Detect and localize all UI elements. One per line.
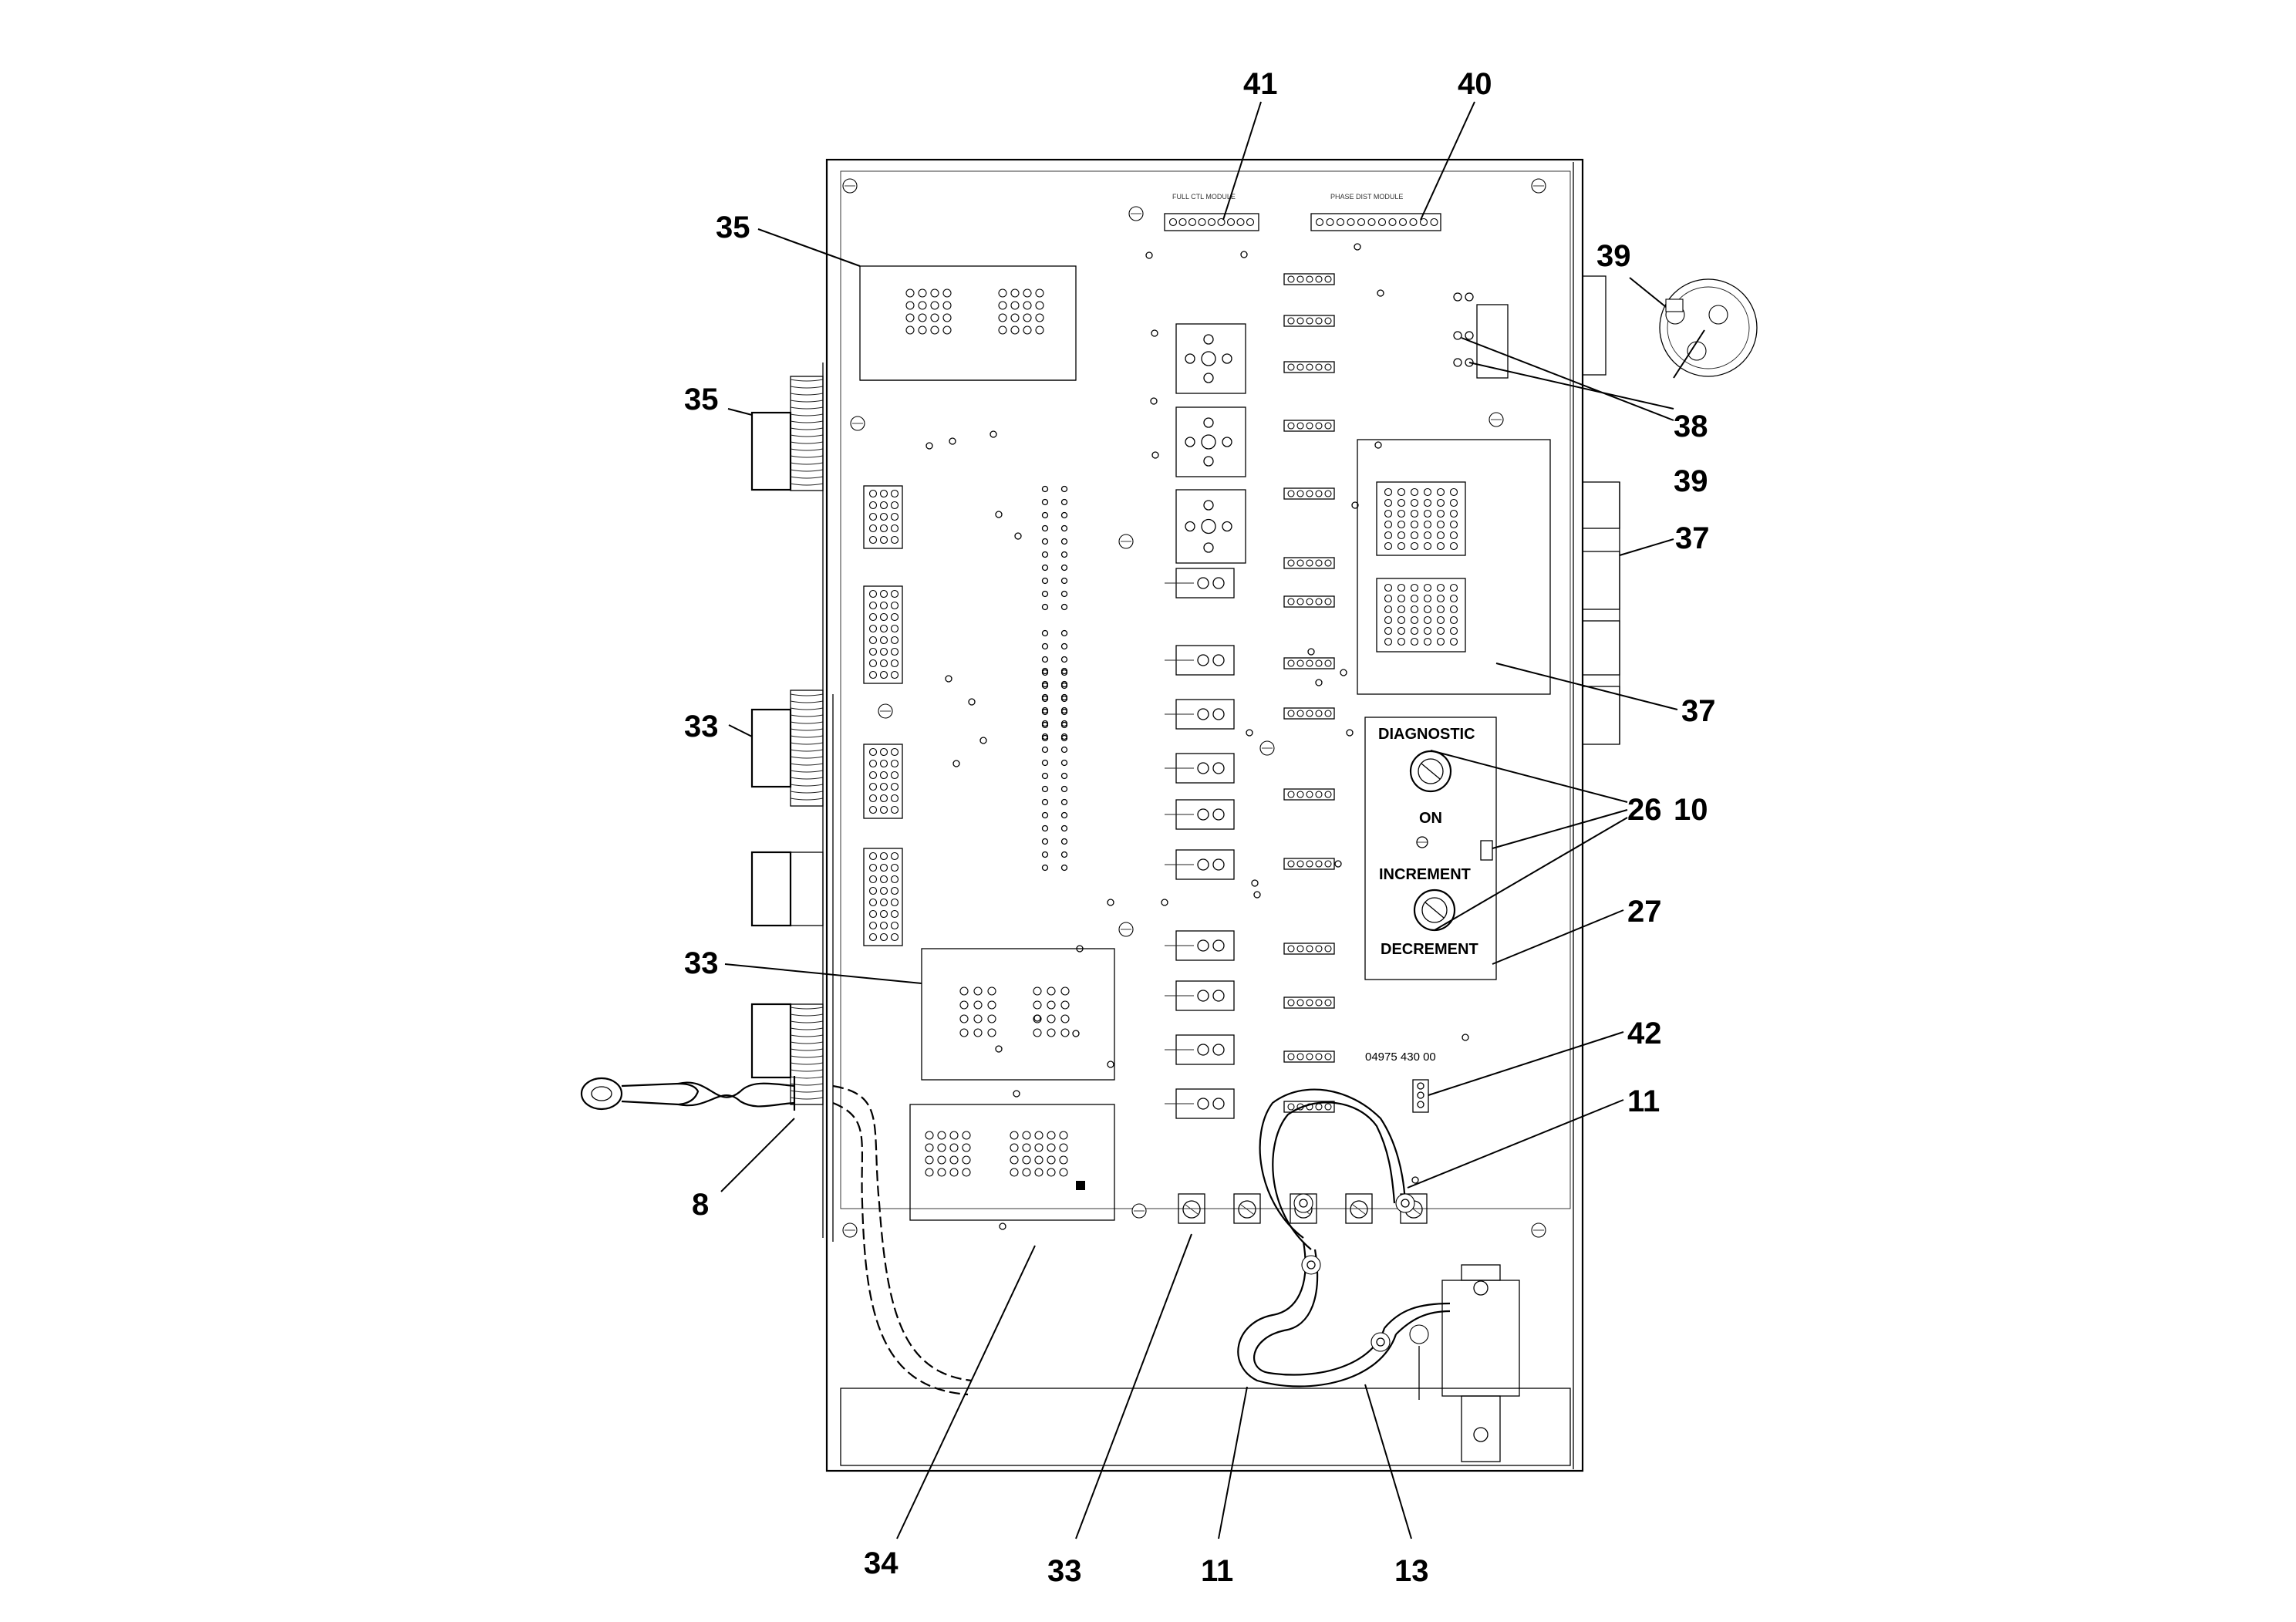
decrement-label: DECREMENT	[1381, 941, 1478, 958]
svg-text:PHASE DIST MODULE: PHASE DIST MODULE	[1330, 193, 1403, 201]
increment-decrement-switch-icon	[1413, 889, 1456, 932]
circular-plug-39	[1453, 275, 1758, 379]
callout-33-top: 33	[684, 710, 719, 744]
top-connector-strip-40: PHASE DIST MODULE	[1310, 193, 1441, 231]
connector-block-35	[859, 265, 1077, 381]
right-edge-connector-37	[1582, 481, 1620, 745]
increment-label: INCREMENT	[1379, 866, 1471, 883]
ground-cable-34	[832, 1084, 973, 1396]
central-pin-columns	[1041, 485, 1068, 872]
callout-39-bottom: 39	[1674, 464, 1708, 498]
callout-37-bottom: 37	[1681, 694, 1716, 728]
callout-8: 8	[692, 1188, 709, 1222]
callout-labels: 41 40 35 35 39 38 39 37 37 33 33 26 10 2…	[684, 67, 1716, 1588]
cable-13	[1384, 1302, 1451, 1335]
callout-37-top: 37	[1675, 521, 1710, 555]
relay-blocks	[1165, 323, 1246, 1119]
small-4pin-connectors	[1283, 273, 1335, 1113]
callout-35-top: 35	[716, 211, 750, 244]
callout-41: 41	[1243, 67, 1278, 101]
callout-42: 42	[1627, 1017, 1662, 1050]
callout-38: 38	[1674, 410, 1708, 443]
callout-11-bottom: 11	[1201, 1554, 1233, 1588]
callout-13: 13	[1394, 1554, 1429, 1588]
leader-lines	[720, 101, 1705, 1539]
on-label: ON	[1419, 810, 1442, 827]
right-pin-block-37	[1357, 439, 1551, 695]
callout-34: 34	[864, 1546, 899, 1580]
connector-42	[1412, 1079, 1429, 1113]
callout-33-bottom: 33	[1047, 1554, 1082, 1588]
svg-text:FULL CTL MODULE: FULL CTL MODULE	[1172, 193, 1236, 201]
left-connector-bodies	[750, 363, 834, 1242]
terminal-studs	[1293, 1193, 1415, 1352]
callout-35-side: 35	[684, 383, 719, 416]
callout-33-mid: 33	[684, 946, 719, 980]
standoff-dots	[925, 243, 1469, 1230]
panel-frame	[825, 158, 1584, 1472]
bottom-right-bracket	[1409, 1264, 1520, 1462]
diagnostic-module: DIAGNOSTIC ON INCREMENT DECREMENT	[1364, 717, 1497, 980]
top-connector-strip-41: FULL CTL MODULE	[1164, 193, 1259, 231]
battery-cable-8	[580, 1076, 796, 1111]
callout-10: 10	[1674, 793, 1708, 827]
callout-40: 40	[1458, 67, 1492, 101]
diagnostic-label: DIAGNOSTIC	[1378, 726, 1475, 743]
corner-screw-icon	[842, 178, 1546, 1238]
callout-26: 26	[1627, 793, 1662, 827]
callout-27: 27	[1627, 895, 1662, 929]
connector-block-34	[909, 1104, 1115, 1221]
callout-39-top: 39	[1596, 239, 1631, 273]
connector-block-33	[921, 948, 1115, 1081]
fuse-holders	[1178, 1193, 1428, 1224]
left-header-pins	[863, 485, 903, 946]
callout-11-right: 11	[1627, 1084, 1660, 1118]
diagnostic-switch-icon	[1409, 750, 1452, 793]
part-number: 04975 430 00	[1365, 1050, 1436, 1064]
power-cable-11	[1237, 1088, 1407, 1388]
